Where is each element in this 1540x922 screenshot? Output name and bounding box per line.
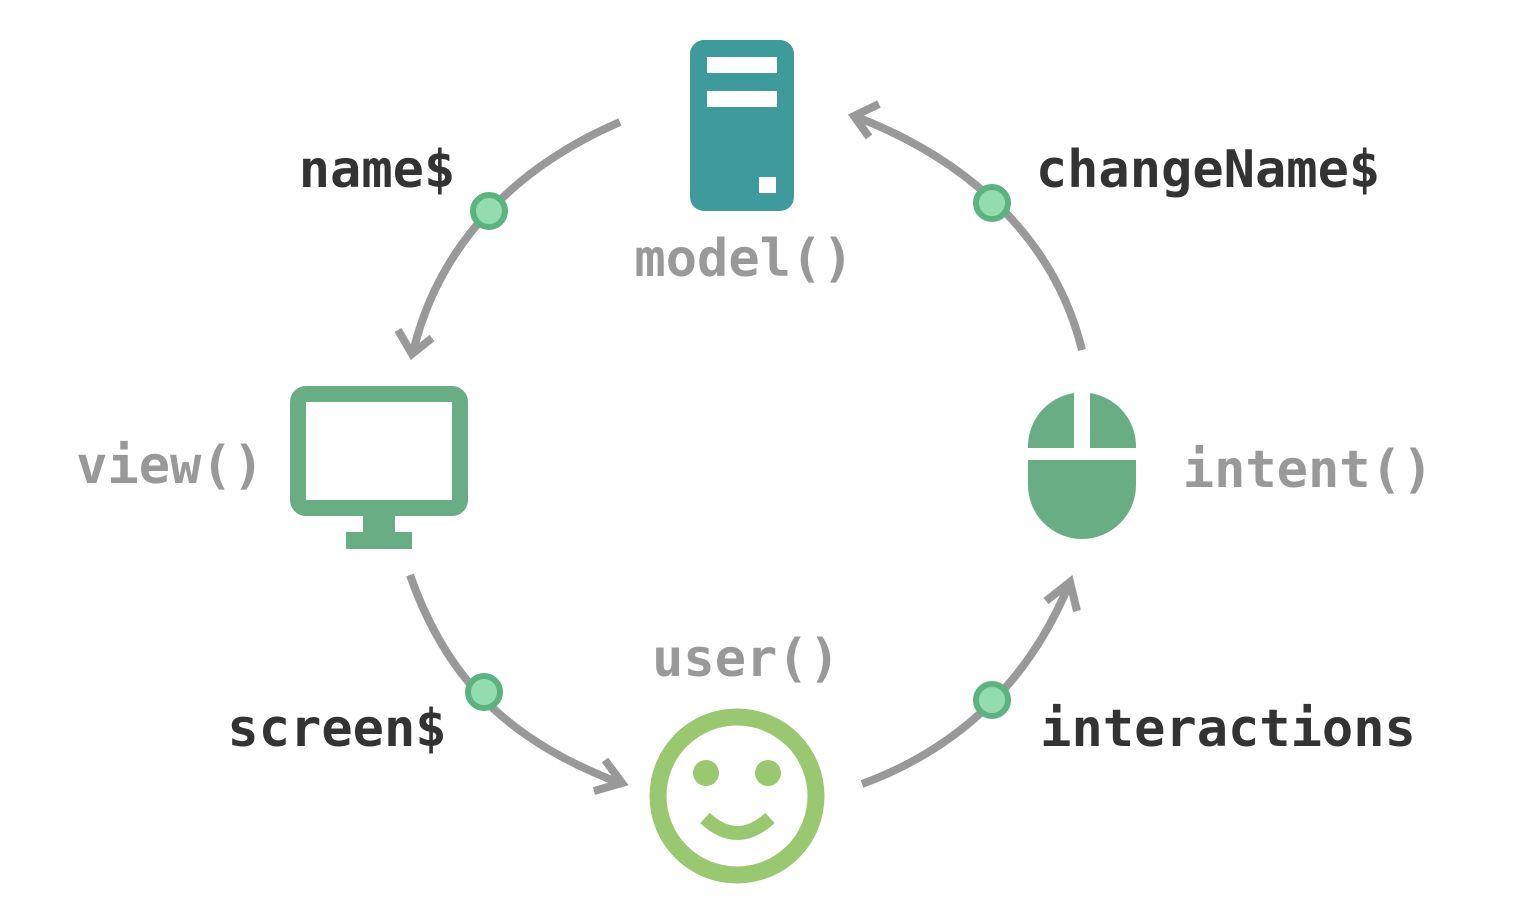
- interactions-stream-label: interactions: [1040, 699, 1416, 759]
- arrowhead-view: [394, 327, 435, 361]
- monitor-icon: [290, 386, 468, 549]
- name-stream-label: name$: [299, 140, 456, 200]
- interactions-stream-dot: [973, 681, 1011, 719]
- user-label: user(): [652, 629, 840, 689]
- arrowhead-intent: [1043, 574, 1081, 612]
- server-icon: [690, 40, 794, 211]
- arrow-user-to-intent: [860, 580, 1074, 788]
- mouse-icon: [1027, 393, 1137, 539]
- name-stream-dot: [470, 192, 508, 230]
- arrowhead-user: [592, 757, 629, 795]
- screen-stream-label: screen$: [227, 699, 446, 759]
- view-label: view(): [76, 436, 264, 496]
- change-name-stream-dot: [973, 184, 1011, 222]
- intent-label: intent(): [1183, 440, 1433, 500]
- arrowhead-model: [847, 100, 881, 140]
- model-label: model(): [634, 229, 853, 289]
- change-name-stream-label: changeName$: [1036, 140, 1380, 200]
- screen-stream-dot: [465, 673, 503, 711]
- smiley-icon: [649, 708, 825, 884]
